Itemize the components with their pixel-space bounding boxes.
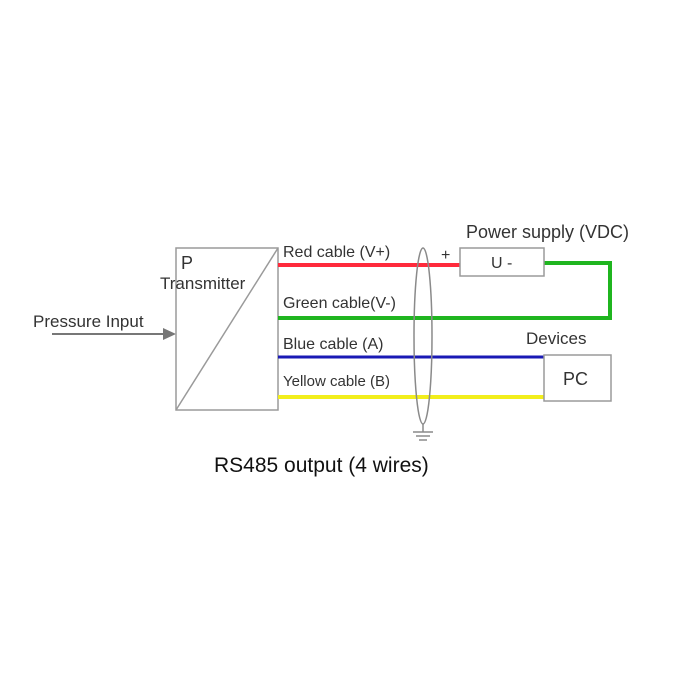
plus-sign: + (441, 247, 450, 264)
pc-label: PC (563, 369, 588, 389)
pressure-input-arrowhead (163, 328, 176, 340)
diagram-caption: RS485 output (4 wires) (214, 454, 429, 477)
wire-label-blue: Blue cable (A) (283, 336, 384, 353)
wire-label-green: Green cable(V-) (283, 295, 396, 312)
power-supply-box (459, 247, 545, 277)
wire-label-red: Red cable (V+) (283, 244, 390, 261)
pc-box (543, 354, 612, 402)
wire-label-yellow: Yellow cable (B) (283, 373, 390, 390)
pressure-input-label: Pressure Input (33, 312, 144, 331)
transmitter-label: Transmitter (160, 274, 246, 293)
transmitter-letter: P (181, 253, 193, 273)
power-supply-u-minus: U - (491, 255, 512, 272)
transmitter-diagonal (175, 247, 279, 411)
power-supply-label: Power supply (VDC) (466, 222, 629, 242)
wire-green (278, 261, 612, 320)
devices-label: Devices (526, 329, 586, 348)
ground-icon (413, 424, 433, 441)
